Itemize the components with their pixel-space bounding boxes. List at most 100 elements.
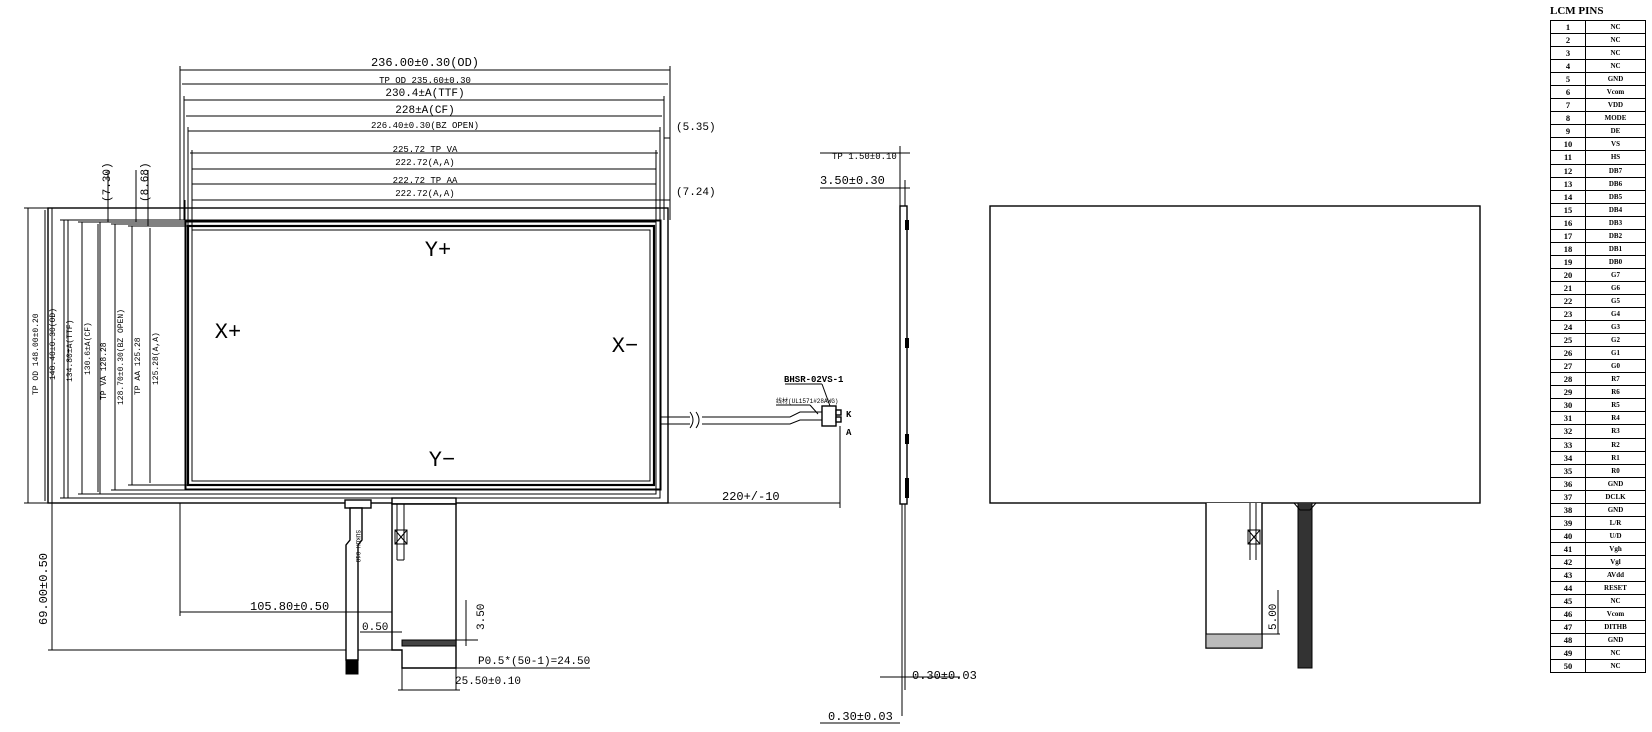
- dim-right-offset: (5.35): [676, 122, 716, 134]
- pin-name: Vcom: [1585, 607, 1646, 622]
- pin-number: 44: [1550, 581, 1586, 596]
- pin-number: 6: [1550, 85, 1586, 100]
- dim-tp-aa-width: 222.72 TP AA: [393, 176, 458, 186]
- back-touch-fpc: [1297, 503, 1313, 669]
- axis-x-minus: X−: [612, 334, 638, 359]
- pin-name: NC: [1585, 646, 1646, 661]
- dim-od-width: 236.00±0.30(OD): [371, 56, 479, 70]
- side-panel: [899, 205, 908, 505]
- pin-name: GND: [1585, 476, 1646, 491]
- pin-number: 20: [1550, 267, 1586, 282]
- pin-name: L/R: [1585, 515, 1646, 530]
- pin-number: 9: [1550, 124, 1586, 139]
- connector-label: BHSR-02VS-1: [784, 375, 844, 385]
- back-view: 5.00: [989, 205, 1481, 669]
- pin-name: G5: [1585, 293, 1646, 309]
- dim-right-offset-2: (7.24): [676, 187, 716, 199]
- dim-tp-aa-height: TP AA 125.28: [134, 337, 143, 395]
- pin-name: GND: [1585, 72, 1646, 87]
- pin-name: R6: [1585, 385, 1646, 400]
- back-panel: [989, 205, 1481, 504]
- pin-number: 27: [1550, 359, 1586, 374]
- pin-name: GND: [1585, 633, 1646, 648]
- pin-name: Vgh: [1585, 541, 1646, 556]
- pin-number: 11: [1550, 150, 1586, 165]
- dim-tp-od-height: TP OD 148.00±0.20: [32, 313, 41, 395]
- pin-name: NC: [1585, 59, 1646, 74]
- pin-name: NC: [1585, 19, 1646, 35]
- pin-number: 35: [1550, 463, 1586, 478]
- pin-name: DB2: [1585, 228, 1646, 243]
- pin-number: 50: [1550, 659, 1586, 674]
- pin-name: G1: [1585, 346, 1646, 361]
- pin-number: 25: [1550, 333, 1586, 348]
- dim-cable-length: 220+/-10: [722, 490, 780, 504]
- pin-name: R1: [1585, 450, 1646, 465]
- pin-number: 43: [1550, 567, 1586, 583]
- pin-number: 26: [1550, 346, 1586, 361]
- pin-name: DB3: [1585, 215, 1646, 230]
- back-fpc: [1205, 503, 1263, 649]
- touch-active-area: [186, 224, 656, 487]
- pin-number: 4: [1550, 59, 1586, 74]
- dim-total-thickness: 3.50±0.30: [820, 174, 885, 188]
- front-view: Y+ Y− X+ X− 236.00±0.30(OD) TP: [24, 56, 852, 691]
- pin-name: NC: [1585, 33, 1646, 48]
- pin-number: 33: [1550, 437, 1586, 452]
- pin-name: VS: [1585, 137, 1646, 152]
- dim-od-height: 148.40±0.30(OD): [49, 308, 58, 380]
- pin-name: AVdd: [1585, 567, 1646, 583]
- pin-number: 39: [1550, 515, 1586, 530]
- pin-number: 30: [1550, 398, 1586, 413]
- dim-tp-od-width: TP OD 235.60±0.30: [379, 76, 471, 86]
- pin-name: R3: [1585, 424, 1646, 439]
- dim-ttf-height: 134.80±A(TTF): [66, 320, 75, 382]
- dim-left-offset-2: (8.68): [140, 162, 152, 202]
- fpc-label: SUKUH-018: [354, 530, 361, 563]
- dim-fpc-thickness: 0.30±0.03: [912, 669, 977, 683]
- dim-fpc-height: 69.00±0.50: [37, 553, 51, 625]
- pin-number: 3: [1550, 46, 1586, 61]
- pin-name: DITHB: [1585, 620, 1646, 635]
- pin-name: G3: [1585, 320, 1646, 335]
- pin-number: 21: [1550, 280, 1586, 295]
- dim-cf-width: 228±A(CF): [395, 105, 454, 117]
- touch-fpc-tail: SUKUH-018: [344, 499, 372, 675]
- pin-number: 31: [1550, 411, 1586, 426]
- pin-number: 19: [1550, 254, 1586, 269]
- dim-fpc-thickness-2: 0.30±0.03: [828, 710, 893, 724]
- pin-number: 14: [1550, 189, 1586, 204]
- pin-name: DE: [1585, 124, 1646, 139]
- pin-name: NC: [1585, 659, 1646, 674]
- dim-pitch: P0.5*(50-1)=24.50: [478, 656, 590, 668]
- left-dim-lines: [24, 170, 188, 504]
- pin-number: 34: [1550, 450, 1586, 465]
- pin-number: 48: [1550, 633, 1586, 648]
- dim-cf-height: 130.6±A(CF): [84, 322, 93, 375]
- pin-a-label: A: [846, 428, 852, 438]
- pin-name: R7: [1585, 372, 1646, 387]
